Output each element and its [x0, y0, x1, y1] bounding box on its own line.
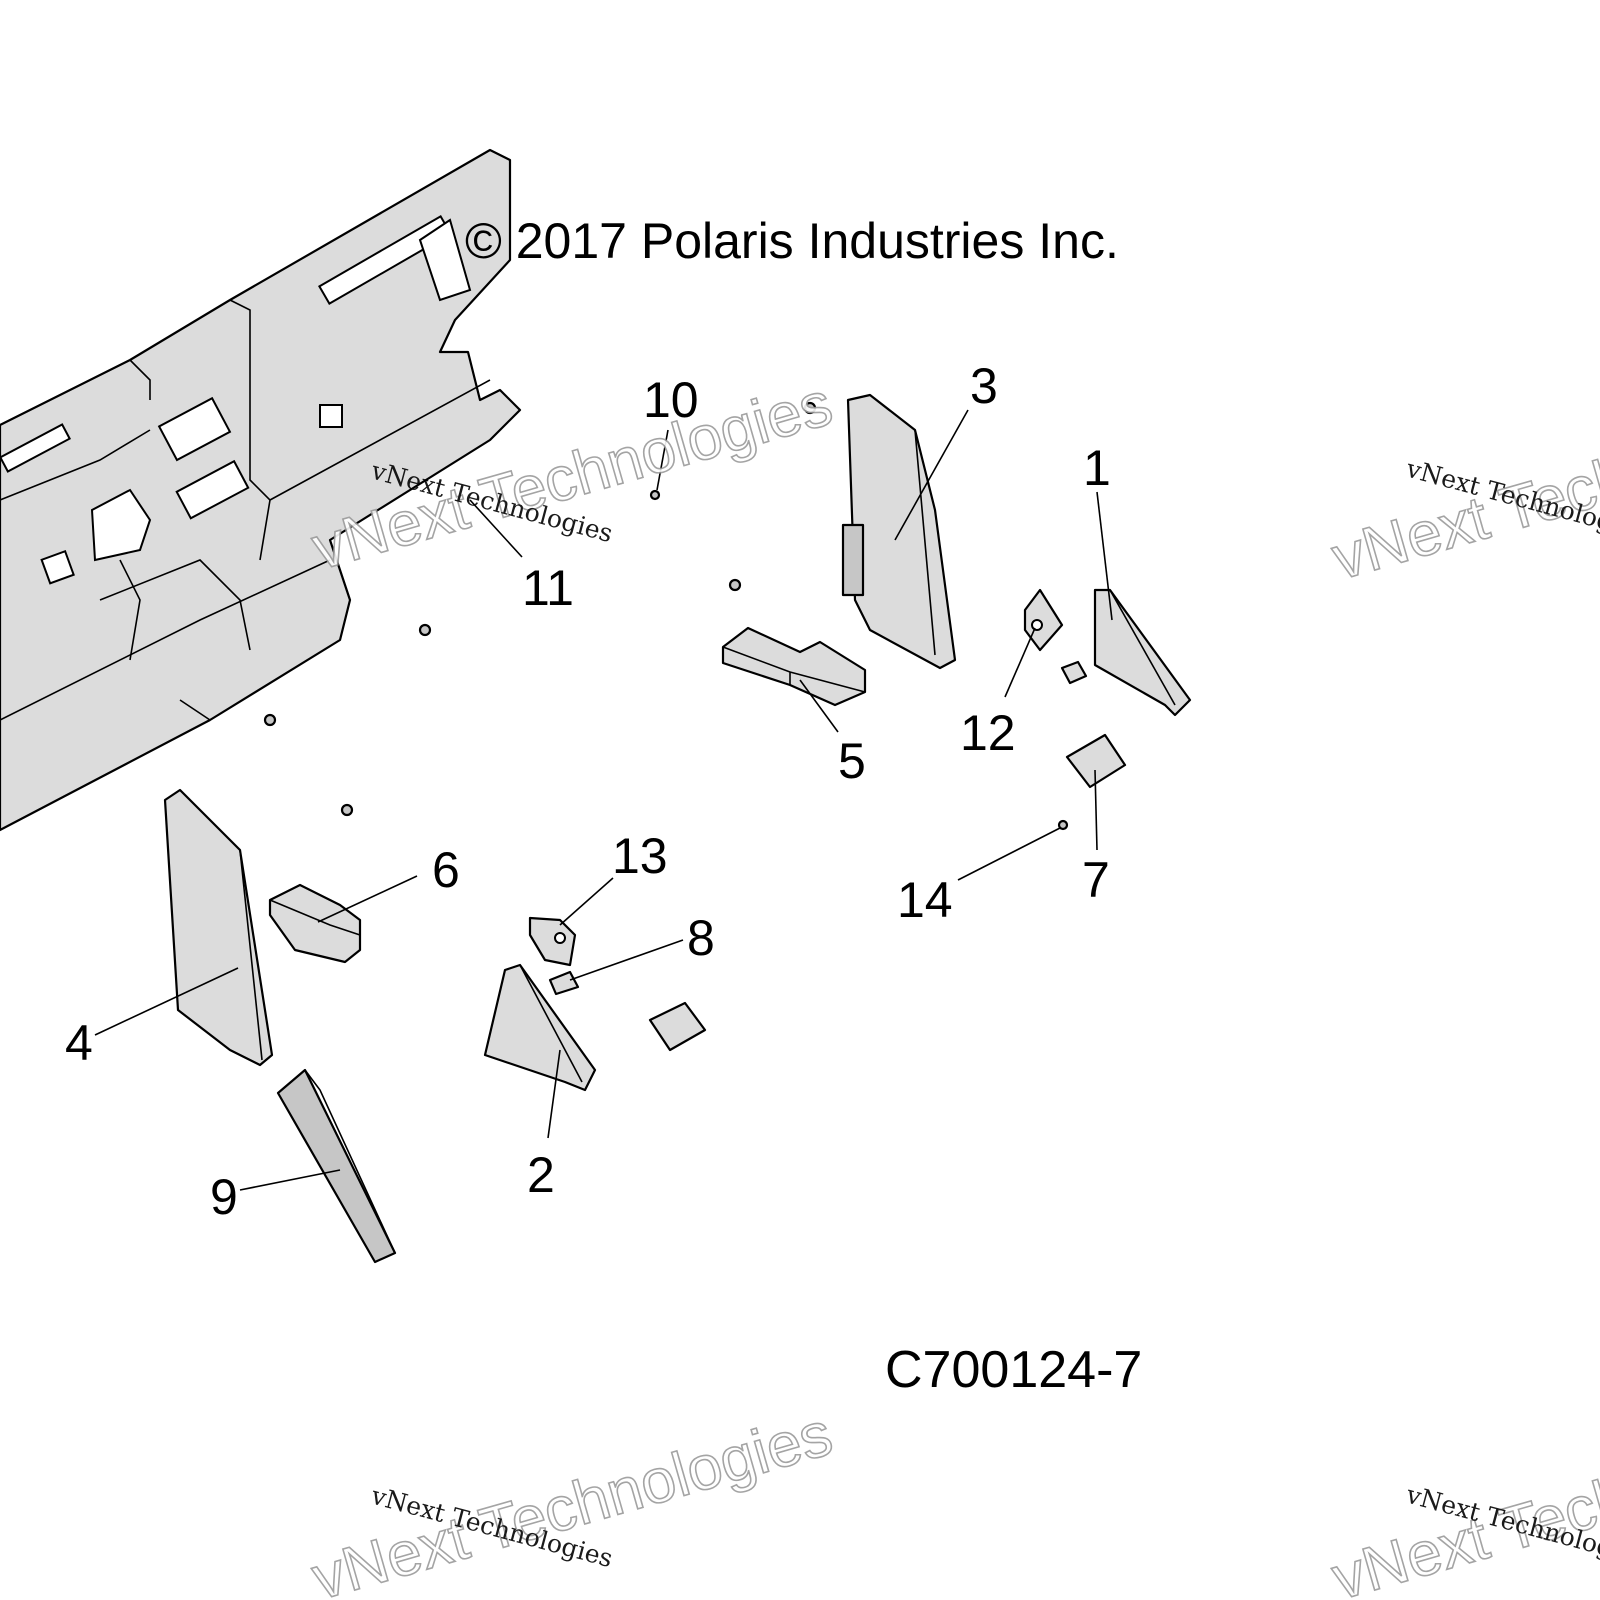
copyright-text: © 2017 Polaris Industries Inc.: [465, 213, 1119, 269]
part-9-strip: [276, 1068, 397, 1264]
part-3-panel: [841, 393, 957, 670]
diagram-code: C700124-7: [885, 1341, 1142, 1399]
part-loose-pad: [648, 1001, 707, 1052]
part-small-clip: [1060, 660, 1088, 685]
part-8-clip: [548, 970, 580, 996]
callout-10: 10: [643, 372, 699, 428]
callout-4: 4: [65, 1015, 93, 1071]
callout-3: 3: [970, 358, 998, 414]
callout-8: 8: [687, 910, 715, 966]
callout-13: 13: [612, 828, 668, 884]
part-6-block: [268, 883, 362, 964]
callout-5: 5: [838, 733, 866, 789]
callout-9: 9: [210, 1169, 238, 1225]
part-5-block: [721, 626, 867, 707]
part-1-block: [1093, 588, 1192, 717]
part-12-bracket: [1023, 588, 1064, 652]
bed-panel: [0, 148, 522, 832]
callout-7: 7: [1082, 852, 1110, 908]
callout-11: 11: [522, 560, 574, 616]
callout-2: 2: [527, 1147, 555, 1203]
part-4-panel: [163, 788, 274, 1067]
callout-6: 6: [432, 842, 460, 898]
part-2-block: [483, 963, 597, 1092]
part-13-bracket: [528, 916, 577, 967]
callout-12: 12: [960, 705, 1016, 761]
callout-1: 1: [1083, 440, 1111, 496]
watermark: vNext Technologies vNext Technologies vN…: [304, 368, 1600, 1600]
callout-14: 14: [897, 872, 953, 928]
fasteners: [263, 401, 1069, 831]
leader-lines: [94, 409, 1113, 1191]
part-7-pad: [1065, 733, 1127, 789]
